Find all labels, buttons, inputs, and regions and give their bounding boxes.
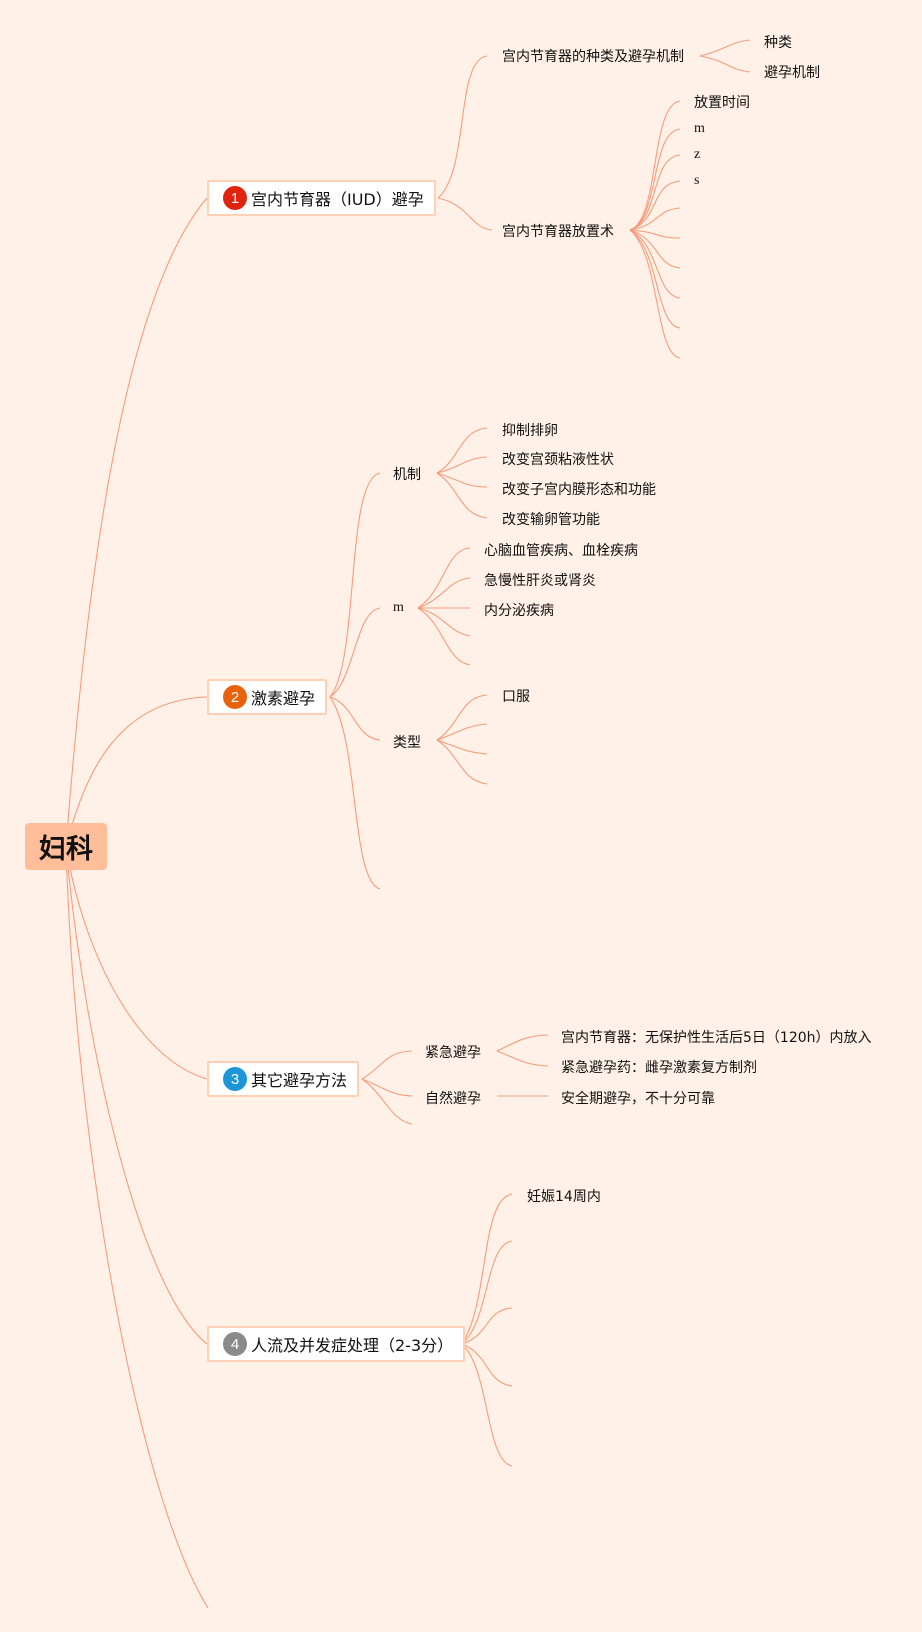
link-b1c2-leaf8 bbox=[629, 229, 681, 299]
leaf-s[interactable]: s bbox=[694, 173, 700, 188]
node-natural[interactable]: 自然避孕 bbox=[425, 1091, 481, 1107]
leaf-oral[interactable]: 口服 bbox=[502, 689, 530, 705]
link-b1c1-leaf1 bbox=[699, 39, 751, 57]
branch-other-methods[interactable]: 3 其它避孕方法 bbox=[207, 1061, 360, 1097]
link-b1c2-leaf6 bbox=[629, 229, 681, 239]
link-b3c1-leaf1 bbox=[496, 1034, 549, 1052]
link-b4-c2 bbox=[461, 1240, 513, 1345]
link-b3c1-leaf2 bbox=[496, 1050, 549, 1067]
leaf-z[interactable]: z bbox=[694, 147, 701, 162]
link-b1c1-leaf2 bbox=[699, 55, 751, 73]
leaf-emergency-iud[interactable]: 宫内节育器：无保护性生活后5日（120h）内放入 bbox=[561, 1030, 872, 1046]
link-b1c2-leaf5 bbox=[629, 207, 681, 231]
leaf-fallopian-tube[interactable]: 改变输卵管功能 bbox=[502, 512, 600, 528]
leaf-14-weeks[interactable]: 妊娠14周内 bbox=[527, 1189, 601, 1205]
link-b3-c3 bbox=[361, 1078, 413, 1125]
link-b2-c2 bbox=[329, 607, 381, 698]
leaf-cardio[interactable]: 心脑血管疾病、血栓疾病 bbox=[484, 543, 638, 559]
number-badge-1: 1 bbox=[223, 186, 247, 210]
link-b2c1-leaf2 bbox=[436, 456, 488, 474]
leaf-mechanism[interactable]: 避孕机制 bbox=[764, 65, 820, 81]
branch-label: 其它避孕方法 bbox=[251, 1071, 348, 1090]
leaf-inhibit-ovulation[interactable]: 抑制排卵 bbox=[502, 423, 558, 439]
link-b1c2-leaf7 bbox=[629, 229, 681, 269]
link-b1c2-leaf1 bbox=[629, 100, 681, 231]
node-types[interactable]: 类型 bbox=[393, 735, 421, 751]
link-root-branch2 bbox=[65, 696, 208, 848]
branch-label: 人流及并发症处理（2-3分） bbox=[251, 1336, 454, 1355]
link-b2-c3 bbox=[329, 696, 381, 741]
link-b1c2-leaf2 bbox=[629, 128, 681, 231]
leaf-endocrine[interactable]: 内分泌疾病 bbox=[484, 603, 554, 619]
link-b1c2-leaf10 bbox=[629, 229, 681, 359]
link-b2c2-leaf5 bbox=[417, 607, 471, 666]
link-b4-c1 bbox=[461, 1193, 513, 1345]
leaf-safe-period[interactable]: 安全期避孕，不十分可靠 bbox=[561, 1091, 715, 1107]
branch-hormonal[interactable]: 2 激素避孕 bbox=[207, 679, 328, 715]
link-b2c1-leaf3 bbox=[436, 472, 488, 488]
node-iud-insertion[interactable]: 宫内节育器放置术 bbox=[502, 224, 614, 240]
link-b4-c5 bbox=[461, 1343, 513, 1467]
number-badge-4: 4 bbox=[223, 1332, 247, 1356]
node-iud-types[interactable]: 宫内节育器的种类及避孕机制 bbox=[502, 49, 684, 65]
link-root-branch1 bbox=[65, 197, 208, 848]
link-b2-c4 bbox=[329, 696, 381, 890]
leaf-emergency-pill[interactable]: 紧急避孕药：雌孕激素复方制剂 bbox=[561, 1060, 757, 1076]
link-b2c3-leaf3 bbox=[436, 739, 488, 755]
branch-label: 激素避孕 bbox=[251, 689, 316, 708]
leaf-hepatitis[interactable]: 急慢性肝炎或肾炎 bbox=[484, 573, 596, 589]
link-b1c2-leaf9 bbox=[629, 229, 681, 329]
leaf-insertion-time[interactable]: 放置时间 bbox=[694, 95, 750, 111]
link-b2c1-leaf1 bbox=[436, 427, 488, 474]
link-root-extra bbox=[65, 846, 209, 1609]
leaf-m[interactable]: m bbox=[694, 121, 705, 136]
node-m[interactable]: m bbox=[393, 600, 404, 615]
link-root-branch4 bbox=[65, 846, 208, 1345]
branch-iud[interactable]: 1 宫内节育器（IUD）避孕 bbox=[207, 180, 436, 216]
number-badge-2: 2 bbox=[223, 685, 247, 709]
number-badge-3: 3 bbox=[223, 1067, 247, 1091]
node-emergency[interactable]: 紧急避孕 bbox=[425, 1045, 481, 1061]
link-b1c2-leaf4 bbox=[629, 180, 681, 231]
link-b2c2-leaf4 bbox=[417, 607, 471, 637]
link-b2c2-leaf2 bbox=[417, 577, 471, 609]
link-b1-c2 bbox=[437, 197, 493, 231]
link-b1-c1 bbox=[437, 55, 488, 199]
branch-abortion[interactable]: 4 人流及并发症处理（2-3分） bbox=[207, 1326, 466, 1362]
link-root-branch3 bbox=[65, 846, 208, 1080]
link-b2c1-leaf4 bbox=[436, 472, 488, 519]
leaf-cervical-mucus[interactable]: 改变宫颈粘液性状 bbox=[502, 452, 614, 468]
leaf-endometrium[interactable]: 改变子宫内膜形态和功能 bbox=[502, 482, 656, 498]
branch-label: 宫内节育器（IUD）避孕 bbox=[251, 190, 424, 209]
link-b2c3-leaf1 bbox=[436, 694, 488, 741]
link-b1c2-leaf3 bbox=[629, 154, 681, 231]
link-b3-c1 bbox=[361, 1050, 413, 1080]
root-node[interactable]: 妇科 bbox=[25, 823, 107, 870]
link-b2c2-leaf1 bbox=[417, 547, 471, 609]
link-b4-c4 bbox=[461, 1343, 513, 1387]
node-mechanism[interactable]: 机制 bbox=[393, 467, 421, 483]
link-b3-c2 bbox=[361, 1078, 413, 1097]
link-b2-c1 bbox=[329, 472, 381, 698]
link-b4-c3 bbox=[461, 1307, 513, 1345]
link-b2c3-leaf2 bbox=[436, 723, 488, 741]
link-b2c3-leaf4 bbox=[436, 739, 488, 785]
leaf-types[interactable]: 种类 bbox=[764, 35, 792, 51]
